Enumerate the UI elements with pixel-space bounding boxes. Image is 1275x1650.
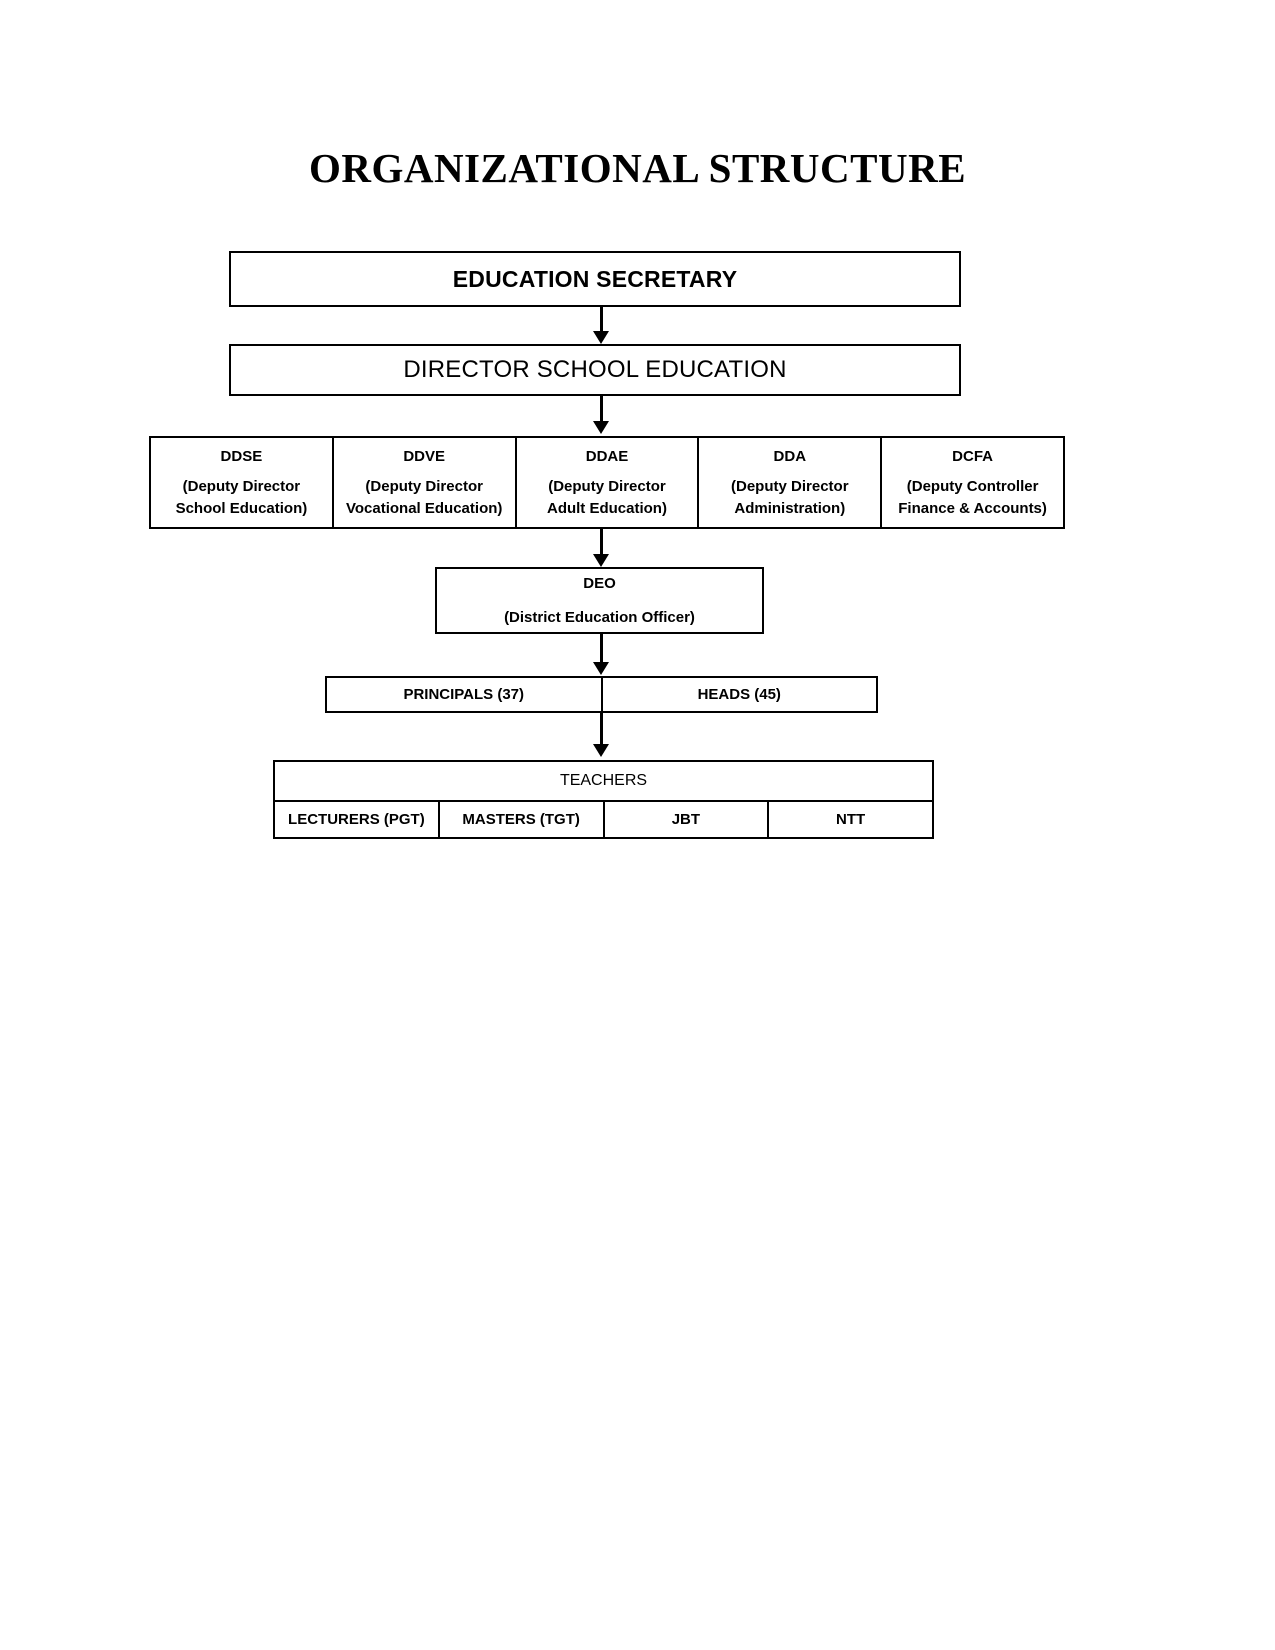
node-code-ddve: DDVE [403, 448, 446, 465]
node-label-education-secretary: EDUCATION SECRETARY [452, 265, 738, 292]
node-lecturers-pgt: LECTURERS (PGT) [275, 802, 440, 837]
node-desc2-ddse: School Education) [175, 500, 308, 517]
node-label-heads: HEADS (45) [697, 686, 781, 703]
node-deputy-ddae: DDAE (Deputy Director Adult Education) [517, 438, 700, 527]
node-desc1-ddve: (Deputy Director [365, 478, 483, 495]
teachers-categories-row: LECTURERS (PGT) MASTERS (TGT) JBT NTT [275, 802, 932, 837]
arrowhead-deputies-to-deo [593, 554, 609, 567]
deputy-directors-row: DDSE (Deputy Director School Education) … [149, 436, 1065, 529]
node-desc2-ddve: Vocational Education) [345, 500, 503, 517]
node-jbt: JBT [605, 802, 770, 837]
node-code-ddae: DDAE [585, 448, 629, 465]
node-ntt: NTT [769, 802, 932, 837]
node-teachers-header: TEACHERS [275, 762, 932, 802]
node-deputy-ddse: DDSE (Deputy Director School Education) [151, 438, 334, 527]
node-masters-tgt: MASTERS (TGT) [440, 802, 605, 837]
node-label-principals: PRINCIPALS (37) [403, 686, 525, 703]
arrowhead-director-to-deputies [593, 421, 609, 434]
node-education-secretary: EDUCATION SECRETARY [229, 251, 961, 307]
node-label-ntt: NTT [836, 811, 866, 828]
node-heads: HEADS (45) [603, 678, 877, 711]
node-principals: PRINCIPALS (37) [327, 678, 603, 711]
connector-deputies-to-deo [600, 529, 603, 556]
arrowhead-principals-to-teachers [593, 744, 609, 757]
node-desc1-ddae: (Deputy Director [548, 478, 666, 495]
connector-deo-to-principals [600, 634, 603, 664]
node-desc2-dda: Administration) [734, 500, 846, 517]
node-label-lecturers-pgt: LECTURERS (PGT) [288, 811, 425, 828]
node-label-director-school-education: DIRECTOR SCHOOL EDUCATION [403, 356, 787, 383]
node-code-dcfa: DCFA [952, 448, 993, 465]
node-deputy-ddve: DDVE (Deputy Director Vocational Educati… [334, 438, 517, 527]
node-code-dda: DDA [773, 448, 807, 465]
node-label-masters-tgt: MASTERS (TGT) [462, 811, 580, 828]
node-desc2-dcfa: Finance & Accounts) [898, 500, 1047, 517]
node-deo: DEO (District Education Officer) [435, 567, 764, 634]
node-desc1-ddse: (Deputy Director [182, 478, 301, 495]
teachers-block: TEACHERS LECTURERS (PGT) MASTERS (TGT) J… [273, 760, 934, 839]
arrowhead-secretary-to-director [593, 331, 609, 344]
node-deputy-dda: DDA (Deputy Director Administration) [699, 438, 883, 527]
connector-director-to-deputies [600, 396, 603, 423]
arrowhead-deo-to-principals [593, 662, 609, 675]
node-code-ddse: DDSE [220, 448, 263, 465]
node-director-school-education: DIRECTOR SCHOOL EDUCATION [229, 344, 961, 396]
page-title: ORGANIZATIONAL STRUCTURE [308, 145, 967, 191]
node-code-deo: DEO [583, 575, 616, 592]
principals-heads-row: PRINCIPALS (37) HEADS (45) [325, 676, 878, 713]
node-desc1-dda: (Deputy Director [731, 478, 849, 495]
node-label-jbt: JBT [671, 811, 701, 828]
node-label-teachers: TEACHERS [559, 772, 648, 789]
connector-principals-to-teachers [600, 713, 603, 746]
node-desc-deo: (District Education Officer) [504, 609, 695, 626]
node-deputy-dcfa: DCFA (Deputy Controller Finance & Accoun… [882, 438, 1063, 527]
node-desc2-ddae: Adult Education) [546, 500, 667, 517]
connector-secretary-to-director [600, 307, 603, 333]
node-desc1-dcfa: (Deputy Controller [906, 478, 1039, 495]
